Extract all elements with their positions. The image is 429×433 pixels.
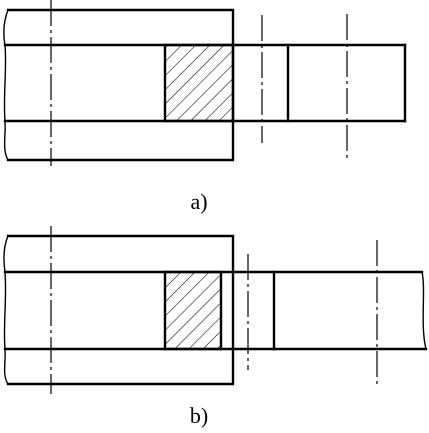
caption-a: a) xyxy=(190,189,207,214)
caption-b: b) xyxy=(190,403,208,428)
key-outline-b xyxy=(163,270,223,351)
break-line-b xyxy=(3,235,9,385)
hatched-key-section-a xyxy=(165,45,233,121)
break-line-a xyxy=(3,9,9,161)
shaft-end-break-b xyxy=(421,271,427,350)
hub-outline-b xyxy=(6,234,235,386)
figure-a: a) xyxy=(3,0,407,214)
key-outline-a xyxy=(163,43,235,123)
hatched-key-section-b xyxy=(165,272,221,349)
figure-b: b) xyxy=(3,226,428,428)
